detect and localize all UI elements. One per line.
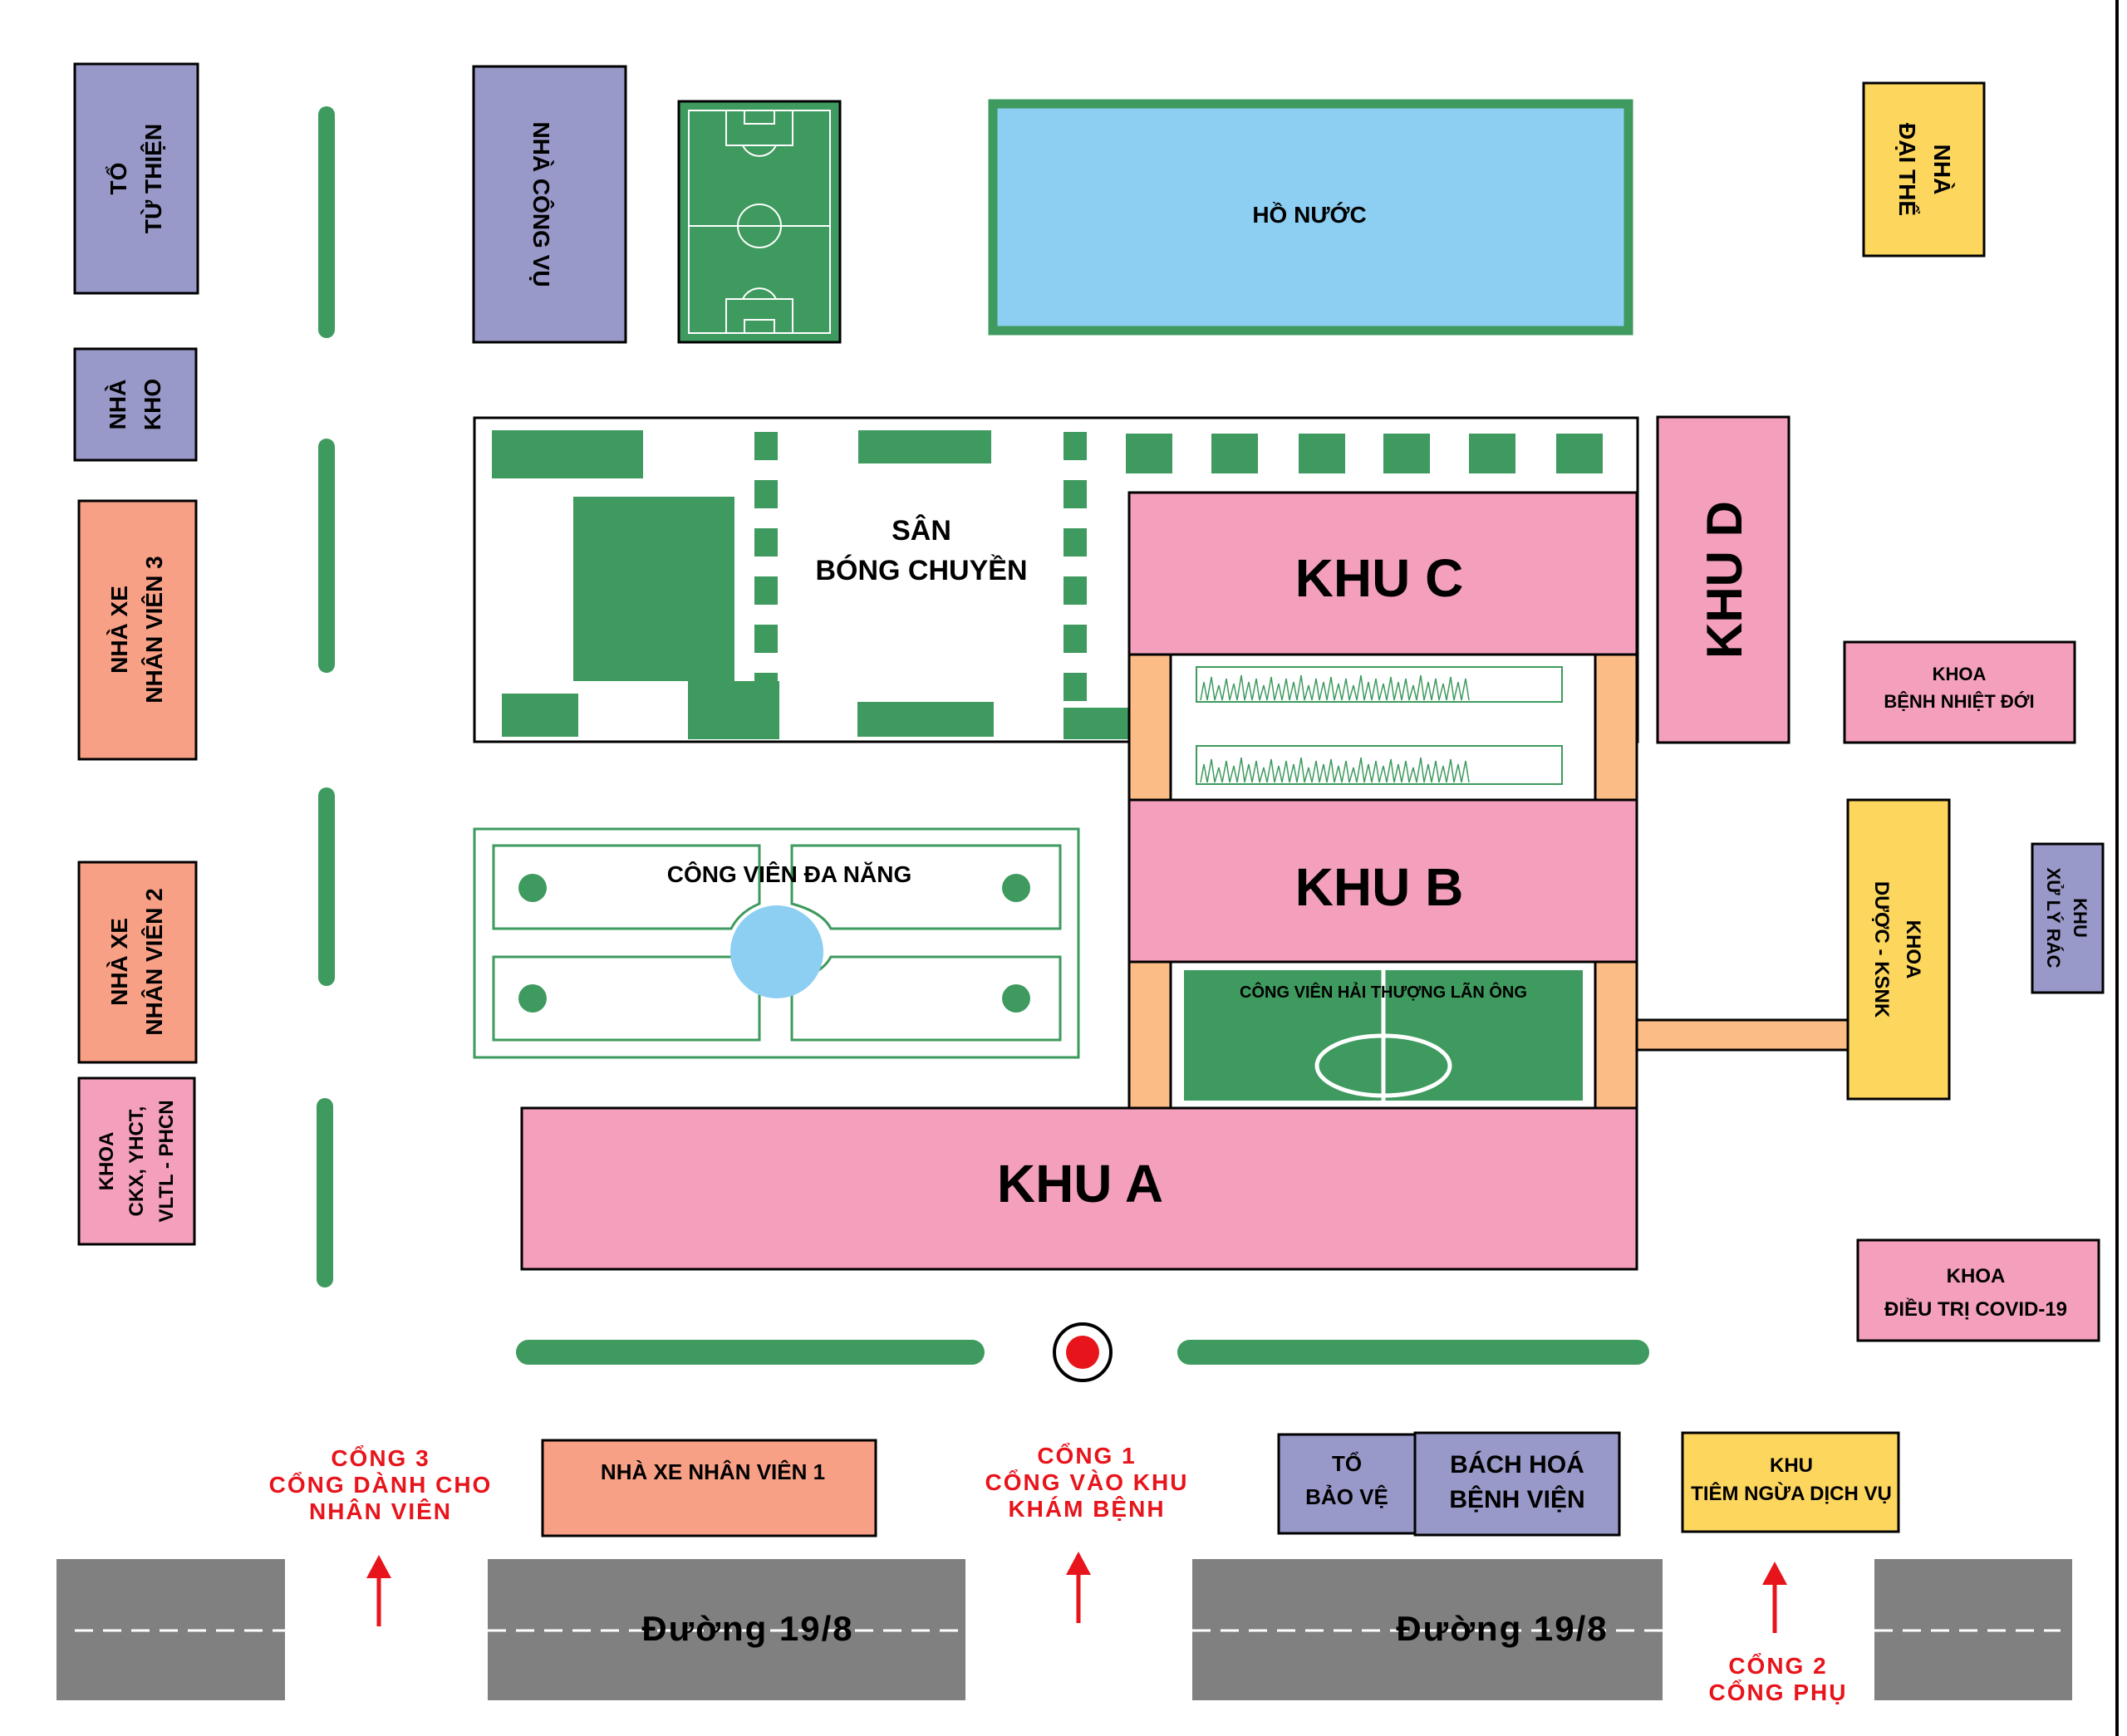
- khu-a-label: KHU A: [997, 1154, 1163, 1214]
- gate-2-arrow-icon: [1762, 1562, 1787, 1633]
- nha-cong-vu-building[interactable]: NHÀ CÔNG VỤ: [472, 65, 627, 344]
- nha-dai-the-building[interactable]: NHÀ ĐẠI THỂ: [1862, 81, 1986, 257]
- cong-vien-htlo-label: CÔNG VIÊN HẢI THƯỢNG LÃN ÔNG: [1240, 982, 1527, 1002]
- gate-2-label: CỔNG 2 CỔNG PHỤ: [1709, 1653, 1848, 1705]
- bach-hoa-line1: BÁCH HOÁ: [1450, 1450, 1584, 1479]
- gate-1-line2: CỔNG VÀO KHU: [985, 1469, 1189, 1495]
- right-edge-line: [2115, 0, 2119, 1736]
- to-tu-thien-building[interactable]: TỔ TỪ THIỆN: [73, 62, 199, 295]
- nha-xe-nv2-line1: NHÀ XE: [106, 918, 132, 1006]
- khu-d-label: KHU D: [1697, 501, 1752, 659]
- gate-3-arrow-icon: [366, 1555, 391, 1626]
- nha-xe-nhan-vien-2-building[interactable]: NHÀ XE NHÂN VIÊN 2: [77, 861, 198, 1064]
- khu-c-label: KHU C: [1295, 548, 1464, 608]
- gate-3-line2: CỔNG DÀNH CHO: [269, 1472, 493, 1498]
- khu-b-building[interactable]: KHU B: [1127, 798, 1638, 964]
- gate-1-line1: CỔNG 1: [1037, 1443, 1136, 1469]
- to-bao-ve-building[interactable]: TỔ BẢO VỆ: [1277, 1433, 1417, 1535]
- khu-b-label: KHU B: [1295, 857, 1464, 917]
- nha-kho-building[interactable]: NHÀ KHO: [73, 347, 198, 462]
- khu-d-building[interactable]: KHU D: [1656, 415, 1791, 744]
- nha-xe-nv3-line1: NHÀ XE: [106, 586, 132, 674]
- khoa-dieu-tri-covid-building[interactable]: KHOA ĐIỀU TRỊ COVID-19: [1856, 1238, 2100, 1342]
- road-name-left: Đường 19/8: [641, 1609, 853, 1648]
- nha-kho-line1: NHÀ: [105, 380, 130, 430]
- khoa-duoc-line1: KHOA: [1902, 920, 1924, 979]
- khu-xu-ly-rac-building[interactable]: KHU XỬ LÝ RÁC: [2031, 842, 2105, 994]
- location-marker-icon: [1053, 1322, 1113, 1382]
- nha-cong-vu-label: NHÀ CÔNG VỤ: [528, 121, 555, 287]
- to-bao-ve-line1: TỔ: [1332, 1451, 1362, 1476]
- nha-xe-nv2-line2: NHÂN VIÊN 2: [141, 888, 167, 1035]
- khoa-covid-line1: KHOA: [1947, 1265, 2006, 1287]
- nha-dai-the-line2: ĐẠI THỂ: [1894, 123, 1920, 216]
- nha-kho-line2: KHO: [140, 379, 165, 430]
- khu-tiem-ngua-line1: KHU: [1770, 1454, 1813, 1477]
- to-tu-thien-line2: TỪ THIỆN: [140, 124, 166, 233]
- khoa-ckx-yhct-vltl-building[interactable]: KHOA CKX, YHCT, VLTL - PHCN: [77, 1076, 196, 1246]
- volleyball-area-greenery: [492, 430, 1603, 739]
- cong-vien-da-nang-park[interactable]: CÔNG VIÊN ĐA NĂNG: [473, 827, 1080, 1059]
- garden-c-b: [1127, 653, 1638, 802]
- gate-3-line1: CỔNG 3: [331, 1445, 430, 1471]
- khoa-bnd-line2: BỆNH NHIỆT ĐỚI: [1884, 691, 2034, 712]
- khoa-duoc-ksnk-building[interactable]: KHOA DƯỢC - KSNK: [1846, 798, 1951, 1101]
- khoa-benh-nhiet-doi-building[interactable]: KHOA BỆNH NHIỆT ĐỚI: [1843, 640, 2076, 744]
- walkway-to-khoa-duoc: [1635, 1018, 1849, 1052]
- left-green-paths: [317, 106, 335, 1287]
- nha-xe-nv3-line2: NHÂN VIÊN 3: [141, 556, 167, 703]
- road-duong-19-8: Đường 19/8 Đường 19/8: [56, 1559, 2072, 1700]
- gate-2-line1: CỔNG 2: [1728, 1653, 1827, 1679]
- grass-bed-upper: [1196, 666, 1563, 703]
- khoa-ckx-line1: KHOA: [96, 1132, 118, 1191]
- khu-xlr-line2: XỬ LÝ RÁC: [2043, 868, 2064, 969]
- khu-tiem-ngua-dich-vu-building[interactable]: KHU TIÊM NGỪA DỊCH VỤ: [1681, 1431, 1900, 1533]
- gate-2-line2: CỔNG PHỤ: [1709, 1680, 1848, 1705]
- gate-3-label: CỔNG 3 CỔNG DÀNH CHO NHÂN VIÊN: [269, 1445, 493, 1524]
- san-bong-chuyen-line1: SÂN: [892, 515, 951, 547]
- gate-1-arrow-icon: [1066, 1552, 1091, 1623]
- bach-hoa-line2: BỆNH VIỆN: [1449, 1485, 1584, 1513]
- khoa-bnd-line1: KHOA: [1933, 664, 1987, 684]
- khoa-duoc-line2: DƯỢC - KSNK: [1870, 881, 1893, 1018]
- san-bong-chuyen-line2: BÓNG CHUYỀN: [815, 555, 1027, 586]
- khu-a-building[interactable]: KHU A: [520, 1106, 1638, 1271]
- khoa-covid-line2: ĐIỀU TRỊ COVID-19: [1884, 1297, 2067, 1321]
- khu-xlr-line1: KHU: [2070, 898, 2090, 938]
- park-corner-trees: [518, 874, 1030, 1013]
- ho-nuoc-lake[interactable]: HỒ NƯỚC: [988, 99, 1633, 336]
- gate-3-line3: NHÂN VIÊN: [309, 1498, 452, 1524]
- nha-xe-nhan-vien-1-building[interactable]: NHÀ XE NHÂN VIÊN 1: [541, 1439, 877, 1537]
- khoa-ckx-line3: VLTL - PHCN: [155, 1100, 178, 1222]
- gate-1-label: CỔNG 1 CỔNG VÀO KHU KHÁM BỆNH: [985, 1443, 1189, 1522]
- fountain: [730, 905, 823, 998]
- cong-vien-da-nang-label: CÔNG VIÊN ĐA NĂNG: [667, 861, 912, 887]
- khu-tiem-ngua-line2: TIÊM NGỪA DỊCH VỤ: [1691, 1482, 1892, 1505]
- khu-c-building[interactable]: KHU C: [1127, 491, 1638, 656]
- nha-dai-the-line1: NHÀ: [1929, 145, 1955, 195]
- khoa-ckx-line2: CKX, YHCT,: [125, 1106, 148, 1217]
- soccer-field[interactable]: [677, 100, 842, 344]
- to-bao-ve-line2: BẢO VỆ: [1305, 1484, 1388, 1509]
- road-name-right: Đường 19/8: [1396, 1609, 1608, 1648]
- ho-nuoc-label: HỒ NƯỚC: [1252, 202, 1366, 228]
- grass-bed-lower: [1196, 745, 1563, 785]
- to-tu-thien-line1: TỔ: [106, 163, 131, 195]
- nha-xe-nhan-vien-3-building[interactable]: NHÀ XE NHÂN VIÊN 3: [77, 499, 198, 761]
- bach-hoa-benh-vien-building[interactable]: BÁCH HOÁ BỆNH VIỆN: [1413, 1431, 1621, 1537]
- gate-1-line3: KHÁM BỆNH: [1008, 1496, 1165, 1522]
- cong-vien-hai-thuong-lan-ong[interactable]: CÔNG VIÊN HẢI THƯỢNG LÃN ÔNG: [1127, 960, 1638, 1110]
- nha-xe-nv1-label: NHÀ XE NHÂN VIÊN 1: [601, 1459, 825, 1484]
